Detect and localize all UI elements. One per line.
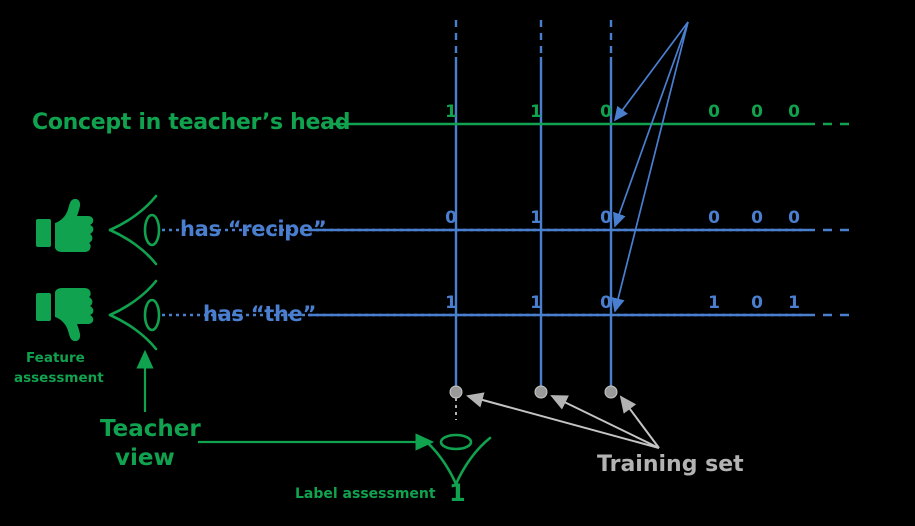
recipe-value-3: 0	[600, 208, 612, 228]
training-set-arrows	[466, 392, 660, 449]
recipe-value-1: 0	[445, 208, 457, 228]
the-value-6: 1	[788, 293, 800, 313]
feature-label-the: has “the”	[203, 302, 317, 326]
concept-value-5: 0	[751, 102, 763, 122]
sample-column-lines	[454, 20, 613, 392]
the-value-5: 0	[751, 293, 763, 313]
the-value-1: 1	[445, 293, 457, 313]
eye-icon-the	[108, 279, 161, 351]
concept-value-1: 1	[445, 102, 457, 122]
recipe-value-5: 0	[751, 208, 763, 228]
thumbs-down-icon	[36, 288, 94, 342]
eye-icon-recipe	[108, 194, 161, 266]
the-value-2: 1	[530, 293, 542, 313]
feature-assessment-caption-line2: assessment	[14, 370, 104, 386]
training-set-caption: Training set	[597, 452, 744, 477]
feature-vector-arrows	[611, 21, 689, 313]
teacher-view-caption-line1: Teacher	[100, 416, 201, 442]
training-set-dots	[449, 385, 618, 399]
the-value-4: 1	[708, 293, 720, 313]
concept-value-2: 1	[530, 102, 542, 122]
teacher-view-caption-line2: view	[115, 445, 175, 471]
concept-value-4: 0	[708, 102, 720, 122]
recipe-value-6: 0	[788, 208, 800, 228]
feature-label-recipe: has “recipe”	[180, 217, 327, 241]
the-value-3: 0	[600, 293, 612, 313]
label-assessment-caption: Label assessment	[295, 486, 436, 502]
eye-icon-label-assessment	[420, 433, 492, 486]
recipe-value-4: 0	[708, 208, 720, 228]
label-assessment-value: 1	[449, 479, 466, 507]
concept-value-3: 0	[600, 102, 612, 122]
concept-value-6: 0	[788, 102, 800, 122]
concept-row-label: Concept in teacher’s head	[32, 110, 351, 135]
thumbs-up-icon	[36, 198, 94, 252]
feature-assessment-caption-line1: Feature	[26, 350, 85, 366]
recipe-value-2: 1	[530, 208, 542, 228]
